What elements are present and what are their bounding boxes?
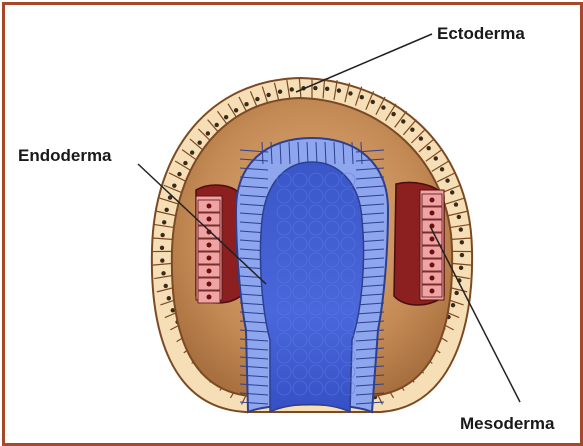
ectoderm-nucleus — [459, 266, 463, 270]
ectoderm-nucleus — [164, 208, 168, 212]
ectoderm-nucleus — [454, 291, 458, 295]
ectoderm-nucleus — [160, 246, 164, 250]
ectoderm-nucleus — [234, 108, 238, 112]
ectoderm-nucleus — [460, 240, 464, 244]
ectoderm-nucleus — [426, 146, 430, 150]
ectoderm-nucleus — [206, 131, 210, 135]
ectoderm-nucleus — [177, 172, 181, 176]
ectoderm-nucleus — [391, 112, 395, 116]
ectoderm-nucleus — [183, 161, 187, 165]
pointer-ectoderm — [296, 34, 432, 92]
ectoderm-nucleus — [337, 88, 341, 92]
ectoderm-nucleus — [197, 140, 201, 144]
ectoderm-nucleus — [401, 119, 405, 123]
ectoderm-nucleus — [348, 91, 352, 95]
ectoderm-nucleus — [162, 220, 166, 224]
ectoderm-nucleus — [190, 150, 194, 154]
ectoderm-nucleus — [371, 100, 375, 104]
ectoderm-nucleus — [278, 90, 282, 94]
mesoderm-right — [394, 183, 444, 306]
ectoderm-nucleus — [451, 303, 455, 307]
label-endoderm: Endoderma — [18, 146, 112, 166]
ectoderm-nucleus — [419, 136, 423, 140]
ectoderm-nucleus — [290, 87, 294, 91]
ectoderm-nucleus — [164, 284, 168, 288]
ectoderm-nucleus — [454, 202, 458, 206]
ectoderm-nucleus — [445, 178, 449, 182]
ectoderm-nucleus — [172, 183, 176, 187]
label-mesoderm: Mesoderma — [460, 414, 554, 434]
ectoderm-nucleus — [255, 97, 259, 101]
ectoderm-nucleus — [360, 95, 364, 99]
ectoderm-nucleus — [460, 253, 464, 257]
ectoderm-nucleus — [325, 87, 329, 91]
ectoderm-nucleus — [410, 127, 414, 131]
ectoderm-nucleus — [160, 233, 164, 237]
ectoderm-nucleus — [224, 115, 228, 119]
ectoderm-nucleus — [266, 93, 270, 97]
ectoderm-nucleus — [450, 190, 454, 194]
ectoderm-nucleus — [244, 102, 248, 106]
ectoderm-nucleus — [381, 105, 385, 109]
ectoderm-nucleus — [160, 258, 164, 262]
ectoderm-nucleus — [457, 215, 461, 219]
ectoderm-nucleus — [214, 123, 218, 127]
ectoderm-nucleus — [161, 271, 165, 275]
endoderm-layer — [236, 138, 388, 412]
ectoderm-nucleus — [313, 86, 317, 90]
label-ectoderm: Ectoderma — [437, 24, 525, 44]
ectoderm-nucleus — [440, 167, 444, 171]
ectoderm-nucleus — [167, 296, 171, 300]
ectoderm-nucleus — [459, 227, 463, 231]
ectoderm-nucleus — [434, 156, 438, 160]
